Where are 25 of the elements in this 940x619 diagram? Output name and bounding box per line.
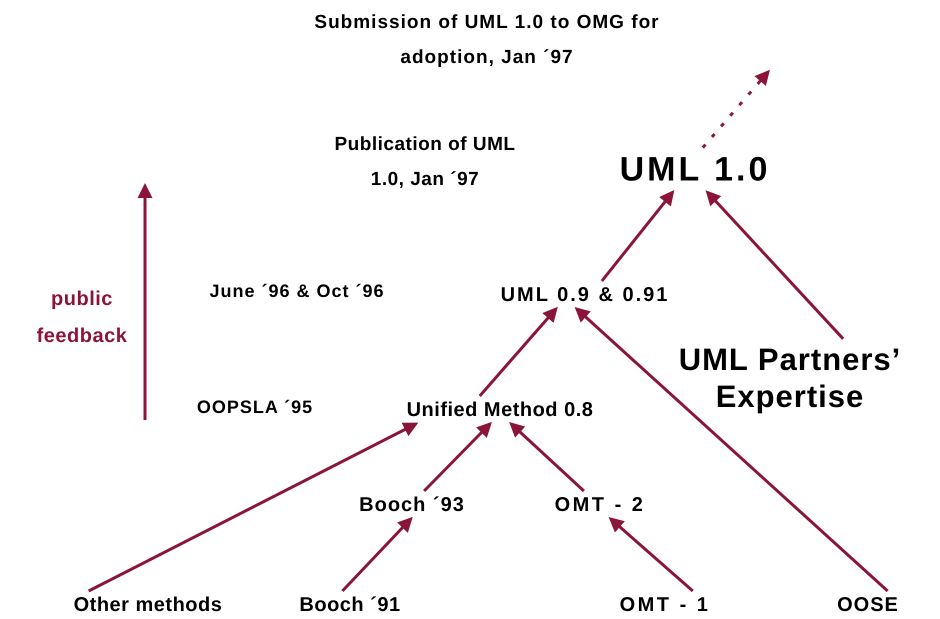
milestone-note: public feedback	[36, 287, 128, 349]
arrow	[509, 422, 585, 492]
milestone-note: Publication of UML 1.0, Jan ´97	[333, 132, 517, 192]
method-label: Unified Method 0.8	[402, 396, 598, 424]
arrow	[423, 422, 492, 492]
arrow	[88, 422, 418, 592]
method-label: UML 1.0	[616, 148, 774, 192]
arrow	[706, 190, 844, 340]
arrow	[478, 306, 558, 397]
arrow	[608, 517, 694, 592]
method-label: OOSE	[833, 591, 903, 619]
method-label: UML Partners’ Expertise	[636, 338, 940, 418]
method-label: Booch ´91	[295, 591, 405, 619]
method-label: OMT - 1	[616, 591, 714, 619]
method-label: Other methods	[70, 591, 226, 619]
milestone-note: June ´96 & Oct ´96	[208, 281, 386, 303]
milestone-note: OOPSLA ´95	[196, 397, 314, 419]
method-label: OMT - 2	[550, 491, 650, 519]
arrow	[341, 516, 413, 592]
arrow	[574, 306, 889, 592]
method-label: UML 0.9 & 0.91	[496, 281, 674, 309]
arrow	[702, 70, 770, 149]
milestone-note: Submission of UML 1.0 to OMG for adoption, Jan ´97	[313, 10, 661, 70]
arrow	[600, 190, 674, 282]
method-label: Booch ´93	[355, 491, 469, 519]
